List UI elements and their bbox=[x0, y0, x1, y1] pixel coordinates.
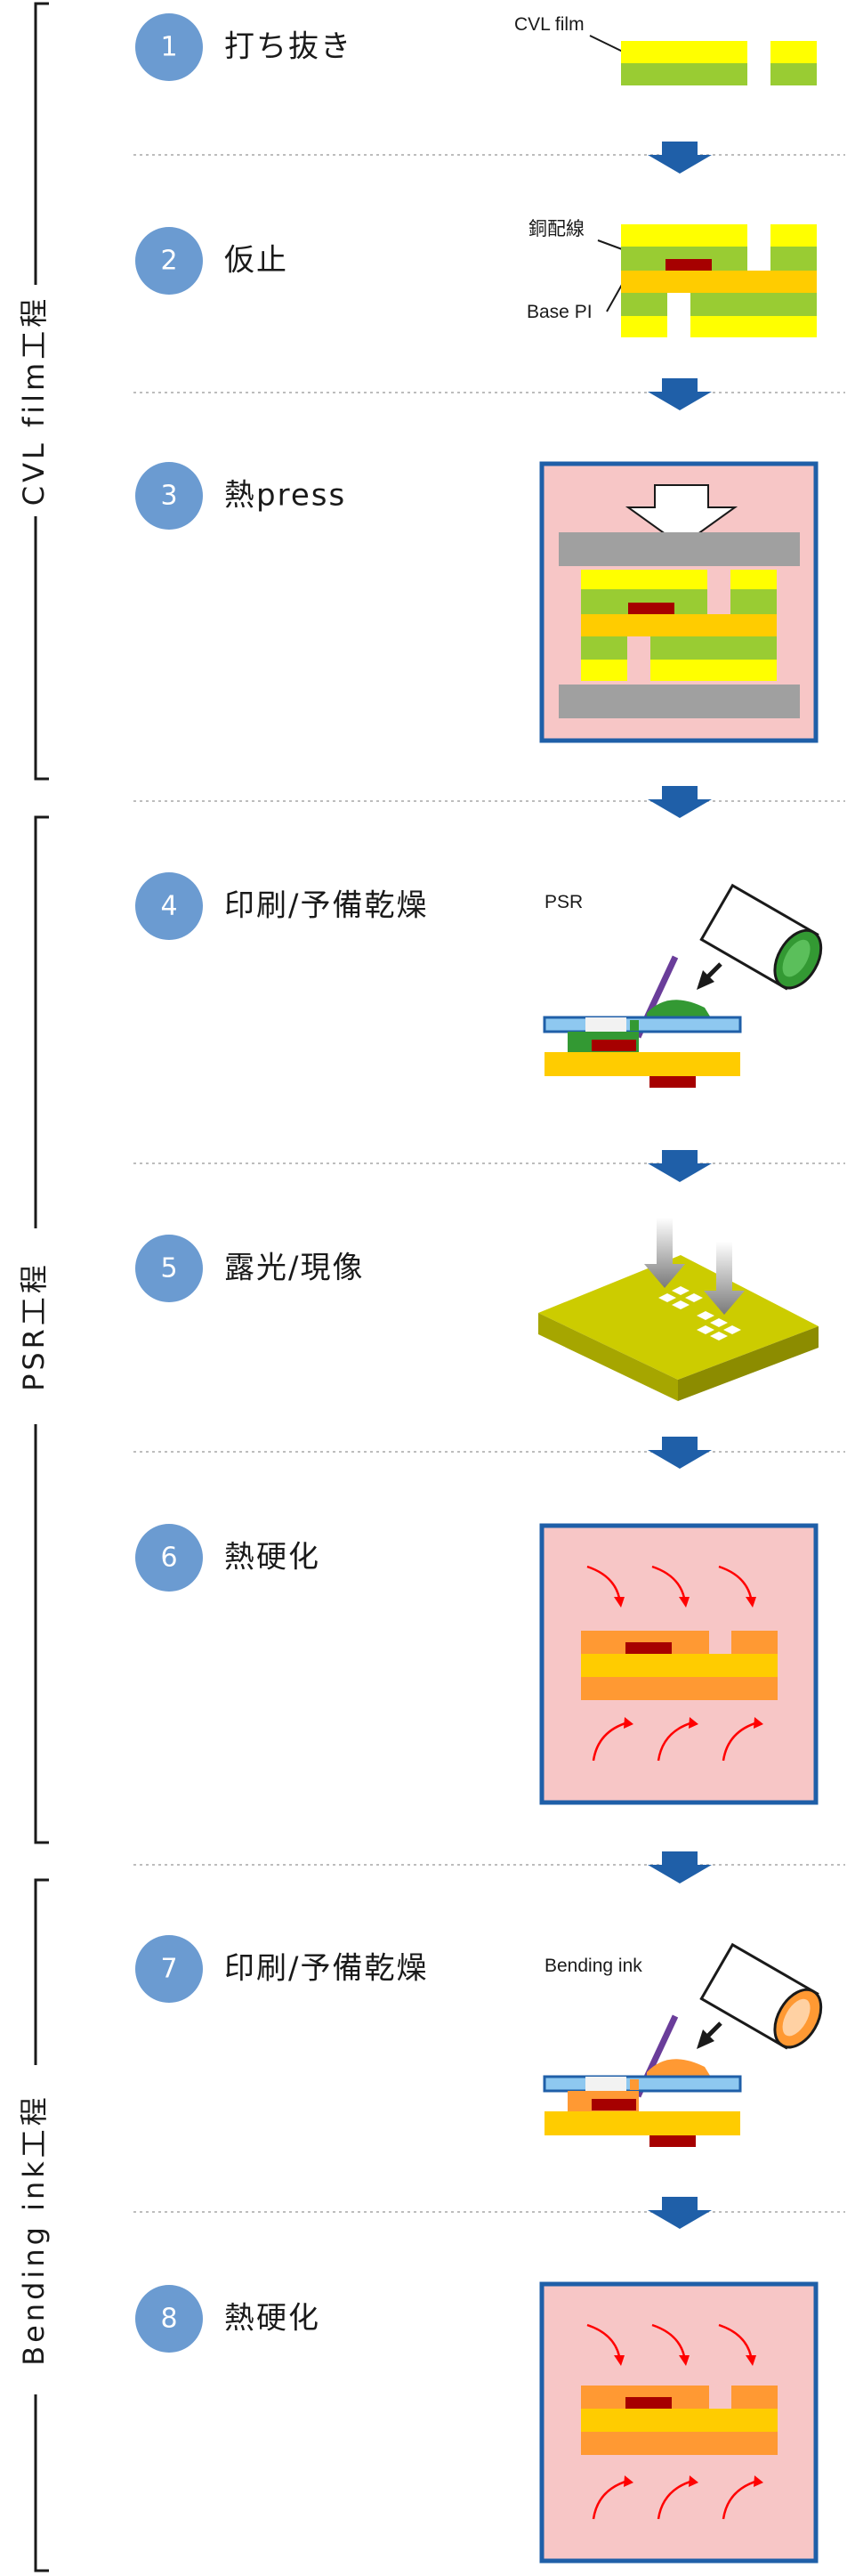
step-label: 熱硬化 bbox=[224, 2301, 320, 2337]
callout-copper-line: 銅配線 bbox=[528, 219, 585, 239]
uv-light-arrow-icon bbox=[644, 1218, 745, 1315]
step-number-badge bbox=[135, 227, 203, 295]
step-7: 7 印刷/予備乾燥 bbox=[135, 1935, 428, 2003]
step-number-badge bbox=[135, 1935, 203, 2003]
step-number: 3 bbox=[160, 481, 177, 512]
ink-bucket-icon bbox=[699, 883, 823, 991]
step-number: 6 bbox=[160, 1543, 177, 1574]
group-label-cvl: CVL film工程 bbox=[17, 296, 51, 506]
copper-line bbox=[666, 259, 712, 271]
down-arrow-icon bbox=[648, 142, 712, 174]
group-label-psr: PSR工程 bbox=[17, 1261, 51, 1391]
step-number: 2 bbox=[160, 246, 177, 277]
step-number: 1 bbox=[160, 32, 177, 63]
copper-line bbox=[592, 2099, 636, 2110]
board-top bbox=[538, 1255, 819, 1380]
press-plate-top bbox=[559, 532, 800, 566]
down-arrow-icon bbox=[648, 1437, 712, 1469]
step-label: 熱press bbox=[224, 478, 346, 514]
step-label: 印刷/予備乾燥 bbox=[224, 888, 428, 924]
ink-puddle bbox=[647, 1000, 712, 1019]
ink-puddle bbox=[647, 2059, 712, 2078]
ink-bucket-icon bbox=[699, 1942, 823, 2050]
callout-psr: PSR bbox=[544, 892, 583, 912]
step-number-badge bbox=[135, 462, 203, 530]
heat-arrow-icon bbox=[586, 2323, 759, 2520]
copper-line bbox=[592, 1040, 636, 1051]
step-1: 1 打ち抜き bbox=[135, 13, 352, 81]
step-number-badge bbox=[135, 1235, 203, 1302]
illustration-punching: CVL film bbox=[514, 14, 817, 85]
copper-line bbox=[625, 1642, 672, 1654]
copper-line bbox=[628, 603, 674, 614]
step-3: 3 熱press bbox=[135, 462, 346, 530]
illustration-heat-cure-1 bbox=[539, 1523, 819, 1805]
down-arrow-icon bbox=[648, 2197, 712, 2229]
illustration-heat-press bbox=[539, 461, 819, 743]
step-label: 露光/現像 bbox=[224, 1251, 364, 1286]
down-arrow-icon bbox=[648, 1150, 712, 1182]
heat-arrow-icon bbox=[586, 1565, 759, 1762]
step-6: 6 熱硬化 bbox=[135, 1524, 320, 1592]
callout-base-pi: Base PI bbox=[527, 302, 593, 322]
press-plate-bottom bbox=[559, 685, 800, 718]
step-label: 仮止 bbox=[224, 243, 288, 279]
step-number-badge bbox=[135, 2285, 203, 2353]
step-number: 5 bbox=[160, 1253, 177, 1284]
group-bracket-bending bbox=[34, 1878, 49, 2572]
step-number: 8 bbox=[160, 2304, 177, 2335]
down-arrow-icon bbox=[648, 378, 712, 410]
step-number-badge bbox=[135, 1524, 203, 1592]
screen-mask bbox=[543, 1016, 742, 1033]
illustration-bending-printing: Bending ink bbox=[543, 1942, 823, 2147]
down-arrow-icon bbox=[648, 1851, 712, 1883]
screen-mask bbox=[543, 2075, 742, 2093]
down-arrow-icon bbox=[648, 786, 712, 818]
step-4: 4 印刷/予備乾燥 bbox=[135, 872, 428, 940]
separators bbox=[133, 154, 845, 2213]
step-label: 印刷/予備乾燥 bbox=[224, 1951, 428, 1987]
illustration-exposure bbox=[538, 1218, 819, 1401]
group-bracket-psr bbox=[34, 815, 49, 1844]
callout-bending-ink: Bending ink bbox=[544, 1956, 642, 1976]
group-label-bending: Bending ink工程 bbox=[17, 2094, 51, 2366]
press-arrow-icon bbox=[625, 484, 738, 547]
flow-arrows bbox=[648, 142, 712, 2229]
illustration-psr-printing: PSR bbox=[543, 883, 823, 1088]
step-label: 打ち抜き bbox=[224, 29, 352, 65]
step-number: 7 bbox=[160, 1954, 177, 1985]
step-2: 2 仮止 bbox=[135, 227, 288, 295]
copper-line bbox=[649, 2135, 696, 2147]
step-5: 5 露光/現像 bbox=[135, 1235, 364, 1302]
step-number-badge bbox=[135, 872, 203, 940]
step-number-badge bbox=[135, 13, 203, 81]
step-8: 8 熱硬化 bbox=[135, 2285, 320, 2353]
exposed-pattern bbox=[658, 1286, 741, 1341]
illustration-tacking: 銅配線 Base PI bbox=[527, 219, 817, 337]
copper-line bbox=[649, 1076, 696, 1088]
step-label: 熱硬化 bbox=[224, 1540, 320, 1576]
group-bracket-cvl bbox=[34, 2, 49, 781]
step-number: 4 bbox=[160, 891, 177, 922]
callout-cvl-film: CVL film bbox=[514, 14, 585, 35]
copper-line bbox=[625, 2397, 672, 2409]
illustration-heat-cure-2 bbox=[539, 2281, 819, 2564]
